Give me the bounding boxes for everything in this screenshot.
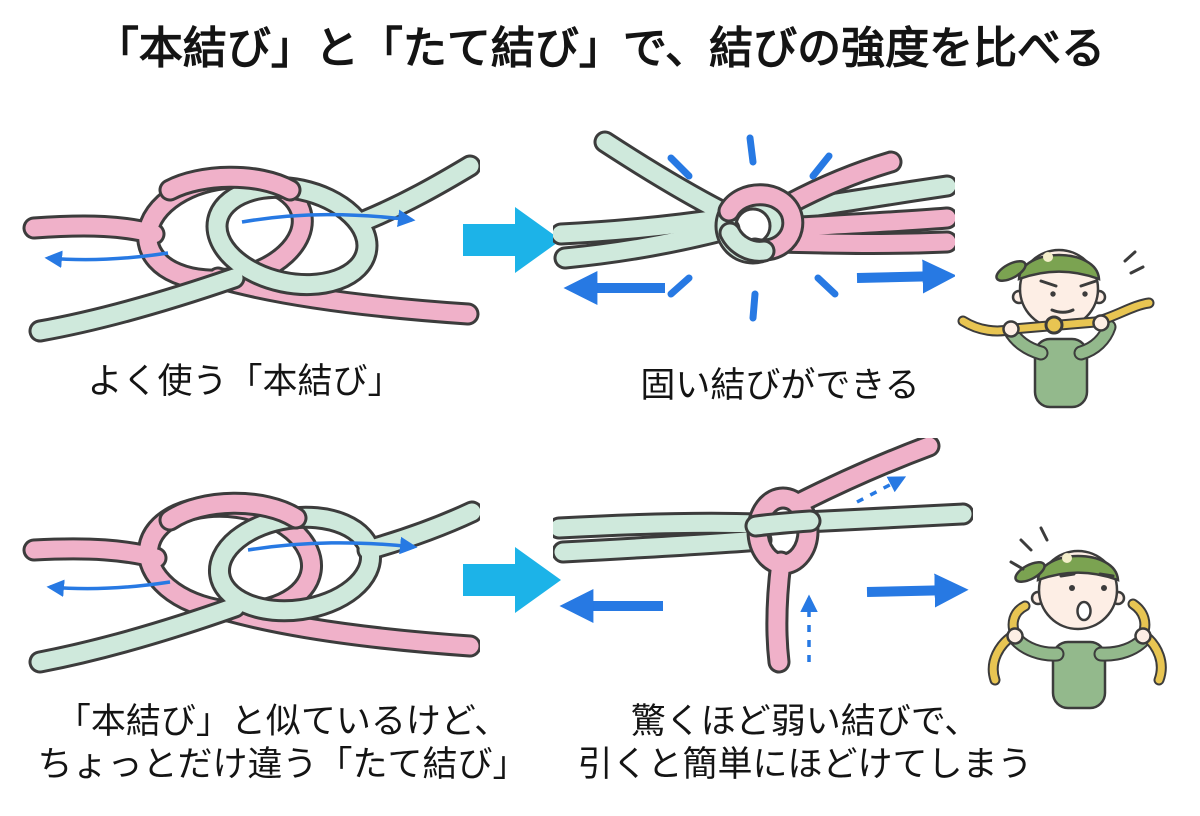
- pull-direction-arrows: [46, 536, 418, 597]
- brow: [1059, 572, 1076, 578]
- cap-brim: [1014, 561, 1046, 583]
- rope-knot: [1044, 315, 1064, 335]
- boy-body: [1008, 631, 1152, 710]
- eye: [1082, 291, 1088, 297]
- open-mouth: [1076, 600, 1092, 622]
- slip-direction-arrows: [800, 476, 907, 662]
- pink-rope-hitch: [758, 446, 929, 662]
- yellow-rope: [957, 297, 1155, 337]
- loose-square-knot-figure: [20, 126, 480, 356]
- page-title: 「本結び」と「たて結び」で、結びの強度を比べる: [94, 24, 1106, 73]
- loose-granny-knot-figure: [20, 452, 480, 690]
- pull-direction-arrows: [563, 259, 955, 306]
- cap-icon: [1017, 253, 1101, 281]
- boy-head: [1014, 549, 1126, 631]
- pull-right-arrow-icon: [856, 259, 955, 294]
- caption-weak-knot-line2: 引くと簡単にほどけてしまう: [577, 745, 1033, 785]
- slipping-granny-knot-figure: [553, 438, 973, 690]
- mint-rope-over-crossing: [756, 521, 810, 526]
- eye: [1101, 585, 1107, 591]
- tight-square-knot-figure: [553, 128, 955, 322]
- right-hand: [1134, 627, 1152, 645]
- caption-firm-knot: 固い結びができる: [640, 366, 920, 405]
- brow: [1039, 279, 1058, 288]
- pull-direction-arrows: [559, 573, 969, 624]
- pull-direction-arrows: [44, 209, 416, 268]
- boy-head: [995, 248, 1107, 330]
- boy-body: [1002, 319, 1117, 409]
- pull-left-arrow-icon: [46, 579, 171, 597]
- left-hand: [1006, 627, 1024, 645]
- pull-right-arrow-icon: [247, 536, 418, 555]
- right-hand: [1092, 314, 1110, 332]
- pink-rope-over-crossing: [170, 177, 290, 190]
- caption-granny-knot-line1: 「本結び」と似ているけど、: [55, 702, 510, 741]
- left-hand: [1002, 320, 1020, 338]
- caption-granny-knot-line2: ちょっとだけ違う「たて結び」: [37, 745, 528, 785]
- caption-weak-knot: 驚くほど弱い結びで、 引くと簡単にほどけてしまう: [560, 700, 1050, 787]
- eye: [1069, 585, 1075, 591]
- caption-weak-knot-line1: 驚くほど弱い結びで、: [630, 702, 980, 741]
- transform-arrow-icon: [463, 207, 561, 273]
- cap-icon: [1036, 554, 1120, 582]
- cap-patch: [1062, 553, 1072, 563]
- startle-marks: [1009, 526, 1049, 571]
- caption-granny-knot: 「本結び」と似ているけど、 ちょっとだけ違う「たて結び」: [0, 700, 565, 787]
- boy-pulling-rope-figure: [957, 248, 1155, 409]
- pull-right-arrow-icon: [241, 209, 416, 227]
- transform-arrow-icon: [463, 547, 561, 613]
- emphasis-marks: [667, 134, 839, 322]
- cap-patch: [1043, 252, 1053, 262]
- caption-square-knot: よく使う「本結び」: [87, 362, 403, 401]
- pull-left-arrow-icon: [44, 250, 169, 268]
- mouth: [1050, 308, 1075, 314]
- boy-surprised-figure: [987, 526, 1167, 710]
- brow: [1079, 279, 1098, 288]
- pull-right-arrow-icon: [866, 573, 969, 608]
- effort-marks: [1123, 250, 1145, 275]
- knot-core: [726, 195, 793, 253]
- cap-brim: [995, 260, 1027, 282]
- eye: [1050, 291, 1056, 297]
- brow: [1098, 572, 1115, 578]
